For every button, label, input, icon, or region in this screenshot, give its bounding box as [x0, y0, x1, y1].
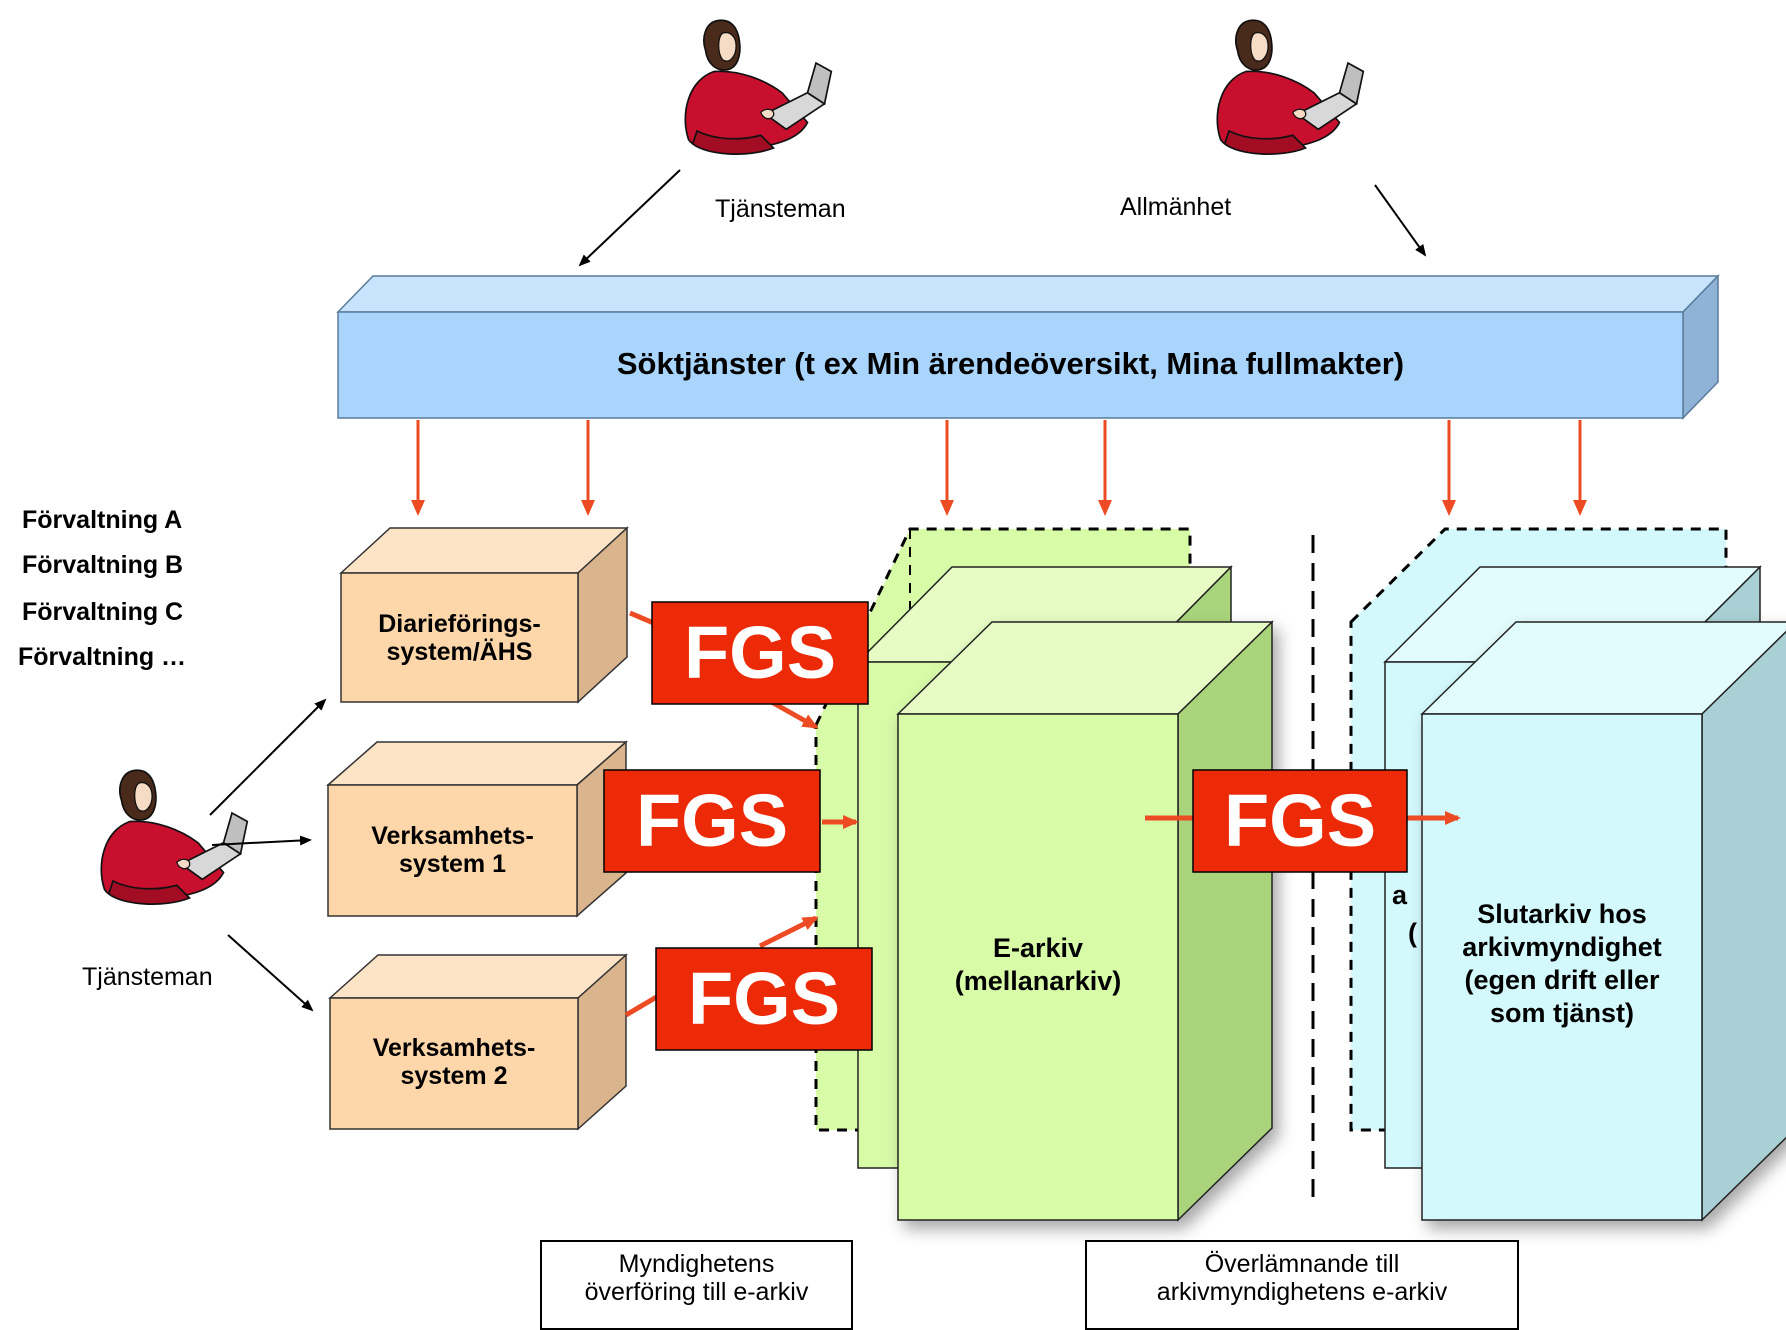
e-archive-front [896, 620, 1274, 1222]
final-archive-label-line: (egen drift eller [1464, 965, 1660, 995]
fgs-label: FGS [636, 779, 788, 862]
user-label-officer-top: Tjänsteman [715, 195, 846, 223]
arrow-public-to-search [1374, 184, 1427, 257]
system-label-line: Verksamhets- [372, 1034, 536, 1062]
fgs-label: FGS [684, 611, 836, 694]
caption-line: arkivmyndighetens e-arkiv [1156, 1278, 1448, 1306]
final-archive-label-line: som tjänst) [1489, 998, 1635, 1028]
final-archive-label-line: arkivmyndighet [1462, 932, 1662, 962]
fgs-label: FGS [1224, 779, 1376, 862]
e-archive-label-line: E-arkiv [992, 933, 1084, 963]
fgs-box-diary: FGS [651, 601, 869, 705]
system-label-business-2: Verksamhets- system 2 [330, 1034, 578, 1090]
flow-arrow-business-2-out [758, 915, 819, 949]
administration-item: Förvaltning B [22, 551, 184, 579]
administration-item: Förvaltning C [22, 598, 184, 626]
system-label-line: system/ÄHS [386, 638, 533, 666]
final-archive-partial-text: a [1392, 880, 1408, 910]
fgs-flow-arrows [624, 610, 1461, 1018]
user-label-public: Allmänhet [1120, 193, 1232, 221]
system-label-line: system 1 [398, 850, 507, 878]
final-archive-partial-text: ( [1408, 918, 1417, 948]
search-query-arrows [411, 420, 1587, 516]
person-icon-top-right [1216, 19, 1365, 155]
e-archive-label-line: (mellanarkiv) [954, 966, 1122, 996]
system-label-line: Diarieförings- [378, 610, 541, 638]
person-icon-top-left [684, 19, 833, 155]
administration-item: Förvaltning A [22, 506, 183, 534]
caption-line: överföring till e-arkiv [584, 1278, 809, 1306]
final-archive-label-line: Slutarkiv hos [1477, 899, 1647, 929]
search-bar [336, 274, 1720, 420]
arrow-officer-to-system-2 [227, 934, 314, 1012]
arrow-officer-to-system-1 [211, 835, 312, 846]
caption-line: Myndighetens [618, 1250, 775, 1278]
fgs-box-business-2: FGS [655, 947, 873, 1051]
system-label-line: system 2 [400, 1062, 508, 1090]
system-box-diary [339, 526, 629, 704]
fgs-label: FGS [688, 957, 840, 1040]
final-archive-label: Slutarkiv hos arkivmyndighet (egen drift… [1422, 898, 1702, 1030]
caption-line: Överlämnande till [1204, 1250, 1400, 1278]
system-label-line: Verksamhets- [371, 822, 534, 850]
e-archive-label: E-arkiv (mellanarkiv) [898, 932, 1178, 998]
administration-item: Förvaltning … [18, 643, 187, 671]
system-box-business-2 [328, 953, 628, 1131]
caption-agency-transfer: Myndighetens överföring till e-arkiv [540, 1240, 853, 1330]
arrow-officer-to-system-0 [209, 698, 327, 816]
system-label-business-1: Verksamhets- system 1 [328, 822, 577, 878]
final-archive-front [1420, 621, 1786, 1222]
arrow-officer-to-search [578, 169, 681, 267]
system-label-diary: Diarieförings- system/ÄHS [341, 610, 578, 666]
search-bar-label: Söktjänster (t ex Min ärendeöversikt, Mi… [616, 346, 1405, 381]
person-icon-left [100, 769, 249, 905]
user-label-officer-left: Tjänsteman [82, 963, 213, 991]
fgs-box-business-1: FGS [603, 769, 821, 873]
caption-handover: Överlämnande till arkivmyndighetens e-ar… [1085, 1240, 1519, 1330]
flow-arrow-business-2-in [624, 992, 662, 1018]
fgs-box-handover: FGS [1192, 769, 1408, 873]
